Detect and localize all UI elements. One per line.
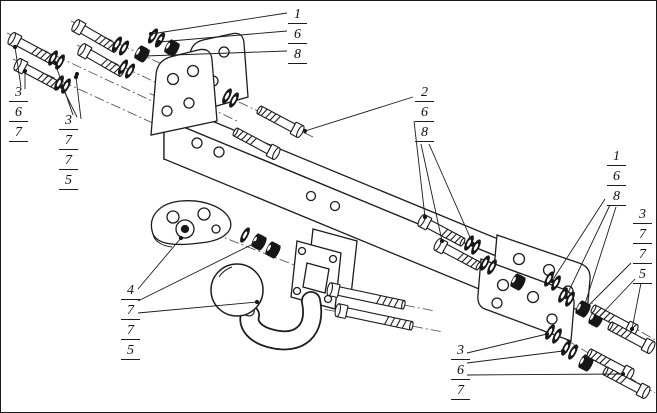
callout-number: 3	[451, 343, 470, 360]
callout-number: 8	[415, 125, 434, 142]
callout-number: 5	[633, 267, 652, 284]
callout-number: 7	[633, 247, 652, 264]
callout-right-mid: 3 7 7 5	[633, 207, 652, 284]
callout-bottom-left: 4 7 7 5	[121, 283, 140, 360]
callout-number: 6	[415, 105, 434, 122]
flange-plate	[150, 200, 232, 248]
callout-number: 7	[633, 227, 652, 244]
callout-number: 2	[415, 85, 434, 102]
callout-number: 7	[59, 153, 78, 170]
callout-right-upper: 1 6 8	[607, 149, 626, 206]
callout-number: 3	[59, 113, 78, 130]
callout-number: 6	[451, 363, 470, 380]
callout-top-center: 1 6 8	[288, 7, 307, 64]
callout-number: 3	[633, 207, 652, 224]
callout-number: 1	[288, 7, 307, 24]
callout-number: 3	[9, 85, 28, 102]
callout-number: 4	[121, 283, 140, 300]
callout-number: 6	[9, 105, 28, 122]
callout-number: 7	[121, 303, 140, 320]
callout-number: 5	[121, 343, 140, 360]
leader-lines	[12, 12, 642, 377]
callout-left-upper: 3 6 7	[9, 85, 28, 142]
callout-number: 5	[59, 173, 78, 190]
callout-number: 6	[607, 169, 626, 186]
callout-number: 7	[451, 383, 470, 400]
callout-number: 7	[9, 125, 28, 142]
callout-number: 7	[121, 323, 140, 340]
callout-left-mid: 3 7 7 5	[59, 113, 78, 190]
callout-number: 8	[288, 47, 307, 64]
callout-center-right: 2 6 8	[415, 85, 434, 142]
callout-bottom-right: 3 6 7	[451, 343, 470, 400]
callout-number: 7	[59, 133, 78, 150]
callout-number: 1	[607, 149, 626, 166]
receiver-bracket	[290, 228, 358, 310]
callout-number: 8	[607, 189, 626, 206]
callout-number: 6	[288, 27, 307, 44]
